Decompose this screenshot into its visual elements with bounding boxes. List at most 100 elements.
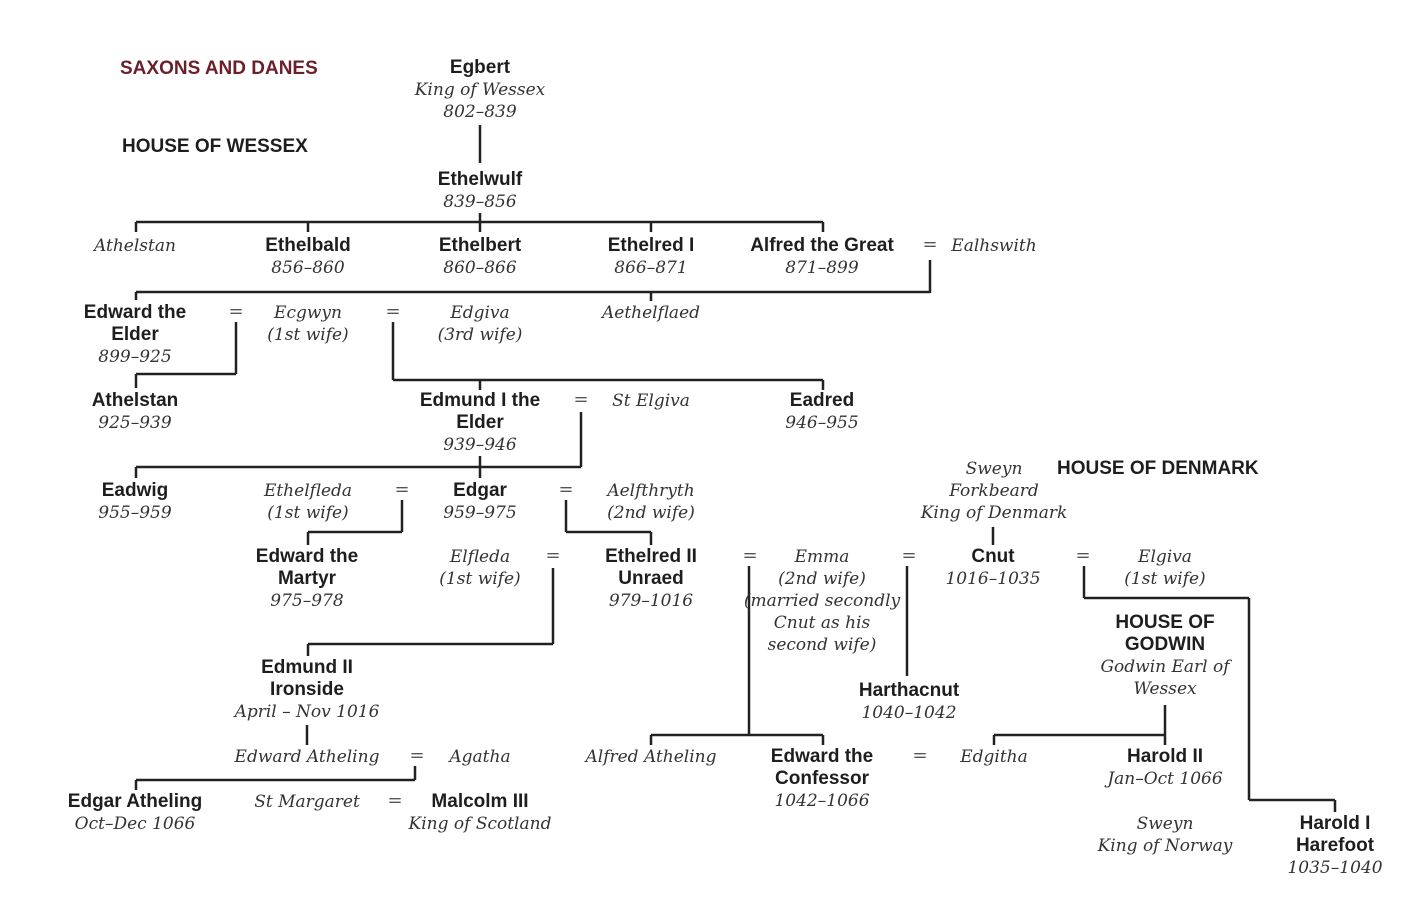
marriage-symbol: = <box>742 545 758 566</box>
heading-line: HOUSE OF <box>1115 612 1215 633</box>
person-name: Ethelfleda <box>263 481 353 501</box>
person-detail: Confessor <box>775 768 869 789</box>
person-name: Edgar Atheling <box>67 791 203 812</box>
person-detail: 925–939 <box>98 413 172 433</box>
person-name: Egbert <box>449 57 511 78</box>
house-of-wessex-heading: HOUSE OF WESSEX <box>122 136 308 157</box>
person-edgiva: Edgiva(3rd wife) <box>438 302 523 346</box>
person-name: Athelstan <box>91 390 179 411</box>
person-aethelflaed: Aethelflaed <box>602 302 700 324</box>
person-name: Ethelbald <box>265 235 351 256</box>
person-name: Malcolm III <box>431 791 529 812</box>
marriage-symbol: = <box>912 745 928 766</box>
person-name: Edmund II <box>261 657 353 678</box>
person-detail: Wessex <box>1133 679 1197 699</box>
person-detail: Elder <box>111 324 159 345</box>
person-detail: 899–925 <box>98 347 172 367</box>
person-elfleda: Elfleda(1st wife) <box>439 546 520 590</box>
person-edward-atheling: Edward Atheling <box>235 746 380 768</box>
person-detail: (1st wife) <box>267 503 349 523</box>
person-name: Harold II <box>1126 746 1204 767</box>
person-detail: Oct–Dec 1066 <box>74 814 196 834</box>
person-name: Aethelflaed <box>601 303 701 323</box>
person-name: Edward the <box>770 746 874 767</box>
person-detail: 959–975 <box>443 503 517 523</box>
person-detail: (1st wife) <box>1124 569 1206 589</box>
person-detail: King of Wessex <box>414 80 546 100</box>
heading-line: GODWIN <box>1124 634 1206 655</box>
person-name: Eadwig <box>101 480 169 501</box>
marriage-symbol: = <box>228 301 244 322</box>
person-name: Elfleda <box>449 547 511 567</box>
person-detail: Elder <box>456 412 504 433</box>
person-name: Alfred the Great <box>750 235 894 256</box>
marriage-symbol: = <box>558 479 574 500</box>
person-detail: (1st wife) <box>439 569 521 589</box>
marriage-symbol: = <box>387 790 403 811</box>
person-edgitha: Edgitha <box>960 746 1028 768</box>
person-detail: 1040–1042 <box>861 703 957 723</box>
person-name: Edgar <box>453 480 507 501</box>
person-name: Godwin Earl of <box>1100 657 1230 677</box>
person-detail: (3rd wife) <box>437 325 523 345</box>
person-detail: 1016–1035 <box>945 569 1041 589</box>
person-detail: Martyr <box>277 568 337 589</box>
person-detail: Forkbeard <box>949 481 1039 501</box>
person-name: Eadred <box>789 390 855 411</box>
person-detail: Ironside <box>270 679 344 700</box>
marriage-symbol: = <box>901 545 917 566</box>
person-name: Sweyn <box>1136 814 1194 834</box>
person-name: Ethelbert <box>438 235 522 256</box>
person-name: Elgiva <box>1138 547 1192 567</box>
person-name: St Elgiva <box>612 391 690 411</box>
diagram-title: SAXONS AND DANES <box>120 58 318 79</box>
marriage-symbol: = <box>1075 545 1091 566</box>
person-name: Athelstan <box>94 236 176 256</box>
person-name: Emma <box>794 547 850 567</box>
person-detail: 946–955 <box>785 413 859 433</box>
person-name: Agatha <box>449 747 511 767</box>
person-name: Edward the <box>255 546 359 567</box>
person-detail: 979–1016 <box>608 591 694 611</box>
person-name: Aelfthryth <box>607 481 695 501</box>
person-detail: 866–871 <box>614 258 688 278</box>
house-of-godwin-heading: HOUSE OF GODWIN <box>1115 612 1214 656</box>
person-detail: (married secondly <box>743 591 901 611</box>
person-st-margaret: St Margaret <box>254 791 360 813</box>
person-st-elgiva: St Elgiva <box>612 390 690 412</box>
person-detail: 802–839 <box>443 102 517 122</box>
person-detail: April – Nov 1016 <box>234 702 380 722</box>
person-ethelfleda: Ethelfleda(1st wife) <box>264 480 352 524</box>
person-detail: 1035–1040 <box>1287 858 1383 878</box>
person-detail: (1st wife) <box>267 325 349 345</box>
person-aelfthryth: Aelfthryth(2nd wife) <box>607 480 695 524</box>
person-detail: Unraed <box>618 568 684 589</box>
person-name: Harold I <box>1299 813 1371 834</box>
person-detail: King of Scotland <box>408 814 552 834</box>
person-name: Edmund I the <box>419 390 541 411</box>
person-name: Ethelred II <box>605 546 697 567</box>
person-name: St Margaret <box>254 792 360 812</box>
person-name: Edward Atheling <box>234 747 380 767</box>
